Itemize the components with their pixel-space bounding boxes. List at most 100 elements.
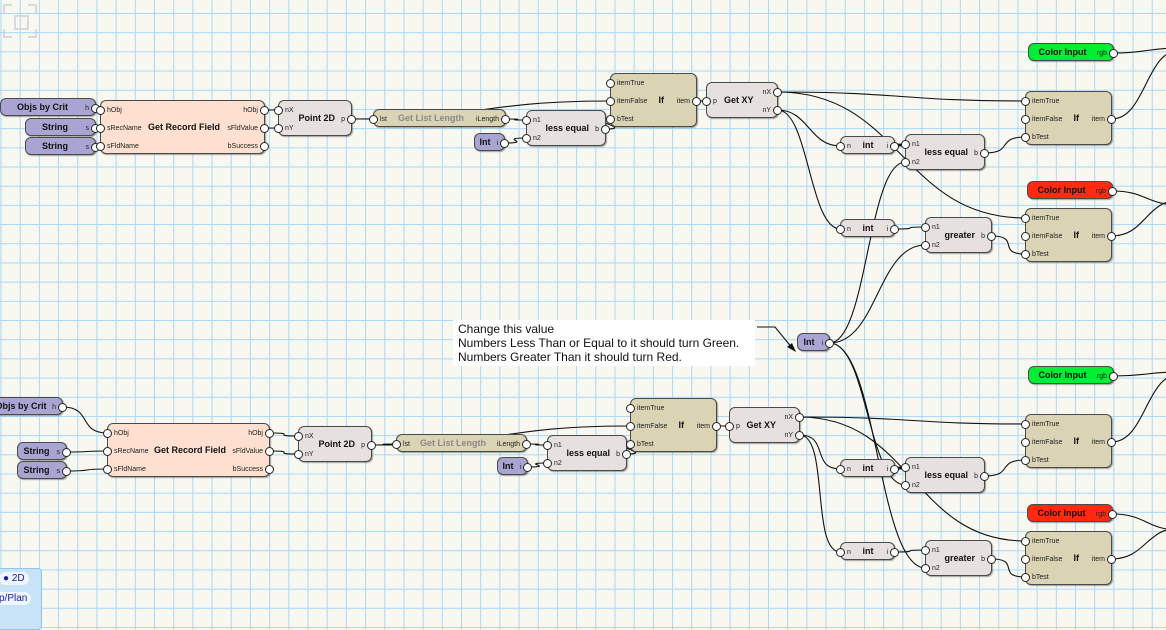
port-rgb[interactable] xyxy=(1108,510,1117,519)
port-ny[interactable] xyxy=(795,431,804,440)
port-lst[interactable] xyxy=(392,440,401,449)
port-itemtrue[interactable] xyxy=(606,79,615,88)
view-plan-button[interactable]: p/Plan xyxy=(0,592,31,605)
port-i[interactable] xyxy=(890,142,899,151)
port-ny[interactable] xyxy=(274,124,283,133)
port-n1[interactable] xyxy=(901,463,910,472)
port-i[interactable] xyxy=(523,463,532,472)
port-s[interactable] xyxy=(62,467,71,476)
port-n2[interactable] xyxy=(543,459,552,468)
port-itemtrue[interactable] xyxy=(1021,420,1030,429)
port-hobj[interactable] xyxy=(260,106,269,115)
port-n[interactable] xyxy=(836,142,845,151)
port-n2[interactable] xyxy=(921,241,930,250)
port-srecname[interactable] xyxy=(103,447,112,456)
port-n[interactable] xyxy=(836,548,845,557)
port-lst[interactable] xyxy=(369,115,378,124)
port-p[interactable] xyxy=(725,422,734,431)
port-itemfalse[interactable] xyxy=(606,97,615,106)
port-btest[interactable] xyxy=(626,440,635,449)
port-itemfalse[interactable] xyxy=(1021,115,1030,124)
port-hobj[interactable] xyxy=(96,106,105,115)
port-btest[interactable] xyxy=(606,115,615,124)
port-nx[interactable] xyxy=(294,432,303,441)
port-hobj[interactable] xyxy=(103,429,112,438)
port-i[interactable] xyxy=(890,465,899,474)
port-s[interactable] xyxy=(62,448,71,457)
port-n[interactable] xyxy=(836,465,845,474)
port-n2[interactable] xyxy=(901,158,910,167)
port-nx[interactable] xyxy=(773,88,782,97)
port-itemtrue[interactable] xyxy=(626,404,635,413)
port-item[interactable] xyxy=(692,97,701,106)
port-sfldvalue[interactable] xyxy=(265,447,274,456)
port-nx[interactable] xyxy=(795,413,804,422)
port-n2[interactable] xyxy=(901,481,910,490)
port-itemfalse[interactable] xyxy=(1021,438,1030,447)
port-n2[interactable] xyxy=(522,134,531,143)
port-b[interactable] xyxy=(980,149,989,158)
port-p[interactable] xyxy=(367,441,376,450)
port-n[interactable] xyxy=(836,225,845,234)
port-bsuccess[interactable] xyxy=(260,142,269,151)
port-btest[interactable] xyxy=(1021,250,1030,259)
port-ilength[interactable] xyxy=(522,440,531,449)
view-mode-2d-button[interactable]: ● 2D xyxy=(0,572,29,585)
port-b[interactable] xyxy=(987,232,996,241)
port-rgb[interactable] xyxy=(1108,187,1117,196)
port-b[interactable] xyxy=(622,450,631,459)
port-i[interactable] xyxy=(890,225,899,234)
port-item[interactable] xyxy=(712,422,721,431)
port-itemtrue[interactable] xyxy=(1021,97,1030,106)
port-item[interactable] xyxy=(1107,555,1116,564)
port-nx[interactable] xyxy=(274,106,283,115)
port-itemfalse[interactable] xyxy=(626,422,635,431)
port-h[interactable] xyxy=(58,403,67,412)
port-sfldname[interactable] xyxy=(96,142,105,151)
port-hobj[interactable] xyxy=(265,429,274,438)
port-n1[interactable] xyxy=(921,223,930,232)
port-item[interactable] xyxy=(1107,232,1116,241)
port-n1[interactable] xyxy=(921,546,930,555)
port-rgb[interactable] xyxy=(1109,49,1118,58)
comment-note[interactable]: Change this value Numbers Less Than or E… xyxy=(453,320,755,366)
port-n2[interactable] xyxy=(921,564,930,573)
port-sfldvalue[interactable] xyxy=(260,124,269,133)
port-itemfalse[interactable] xyxy=(1021,232,1030,241)
port-n1[interactable] xyxy=(522,116,531,125)
port-item[interactable] xyxy=(1107,438,1116,447)
port-ny[interactable] xyxy=(294,450,303,459)
port-bsuccess[interactable] xyxy=(265,465,274,474)
port-n1[interactable] xyxy=(901,140,910,149)
port-n1[interactable] xyxy=(543,441,552,450)
port-sfldname[interactable] xyxy=(103,465,112,474)
